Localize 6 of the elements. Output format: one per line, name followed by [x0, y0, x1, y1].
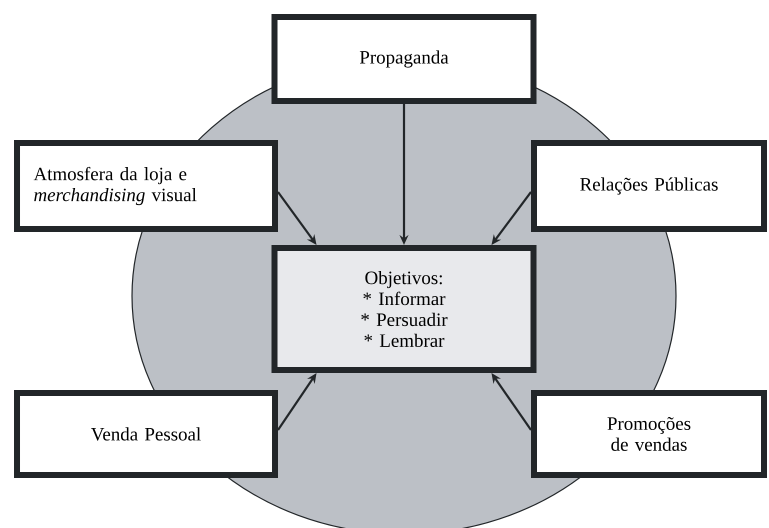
channel-box: Relações Públicas	[531, 140, 767, 232]
objectives-box: Objetivos: * Informar * Persuadir * Lembrar	[272, 244, 536, 373]
channel-box: Atmosfera da loja e merchandising visual	[14, 140, 278, 232]
channel-box: Propaganda	[272, 14, 536, 104]
channel-box: Promoções de vendas	[531, 390, 767, 478]
channel-box: Venda Pessoal	[14, 390, 278, 478]
